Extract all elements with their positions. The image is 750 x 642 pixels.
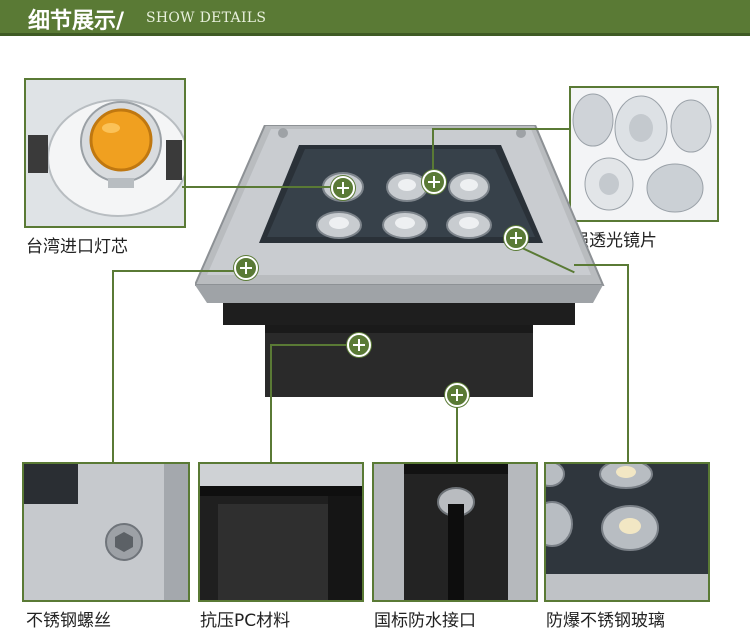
connector-pc-h: [270, 344, 350, 346]
hotspot-screw-icon[interactable]: [234, 256, 258, 280]
section-subtitle: SHOW DETAILS: [146, 10, 267, 26]
product-lamp-image: [195, 125, 605, 397]
hotspot-pc-icon[interactable]: [347, 333, 371, 357]
lenses-illustration: [571, 88, 717, 220]
screw-illustration: [24, 464, 188, 600]
detail-label-led-chip: 台湾进口灯芯: [26, 237, 128, 257]
detail-image-waterproof: [372, 462, 538, 602]
connector-pc-v: [270, 344, 272, 464]
connector-glass-h: [574, 264, 628, 266]
detail-label-pc-housing: 抗压PC材料: [200, 611, 291, 631]
detail-label-screw: 不锈钢螺丝: [26, 611, 111, 631]
hotspot-lenses-icon[interactable]: [422, 170, 446, 194]
hotspot-waterproof-icon[interactable]: [445, 383, 469, 407]
section-header-banner: 细节展示/ SHOW DETAILS: [0, 0, 750, 36]
detail-image-screw: [22, 462, 190, 602]
detail-label-glass: 防爆不锈钢玻璃: [546, 611, 665, 631]
led-chip-illustration: [26, 80, 184, 226]
connector-glass-v: [627, 264, 629, 464]
connector-screw-h: [112, 270, 236, 272]
pc-housing-illustration: [200, 464, 362, 600]
waterproof-illustration: [374, 464, 536, 600]
connector-led-chip: [182, 186, 332, 188]
glass-illustration: [546, 464, 708, 600]
detail-label-lenses: 强透光镜片: [572, 231, 657, 251]
detail-image-glass: [544, 462, 710, 602]
detail-image-pc-housing: [198, 462, 364, 602]
connector-waterproof: [456, 404, 458, 464]
connector-lenses-h: [432, 128, 570, 130]
hotspot-led-chip-icon[interactable]: [331, 176, 355, 200]
detail-label-waterproof: 国标防水接口: [374, 611, 476, 631]
connector-screw-v: [112, 270, 114, 464]
connector-lenses: [432, 128, 434, 180]
hotspot-glass-icon[interactable]: [504, 226, 528, 250]
detail-image-led-chip: [24, 78, 186, 228]
detail-image-lenses: [569, 86, 719, 222]
section-title: 细节展示/: [28, 9, 125, 34]
